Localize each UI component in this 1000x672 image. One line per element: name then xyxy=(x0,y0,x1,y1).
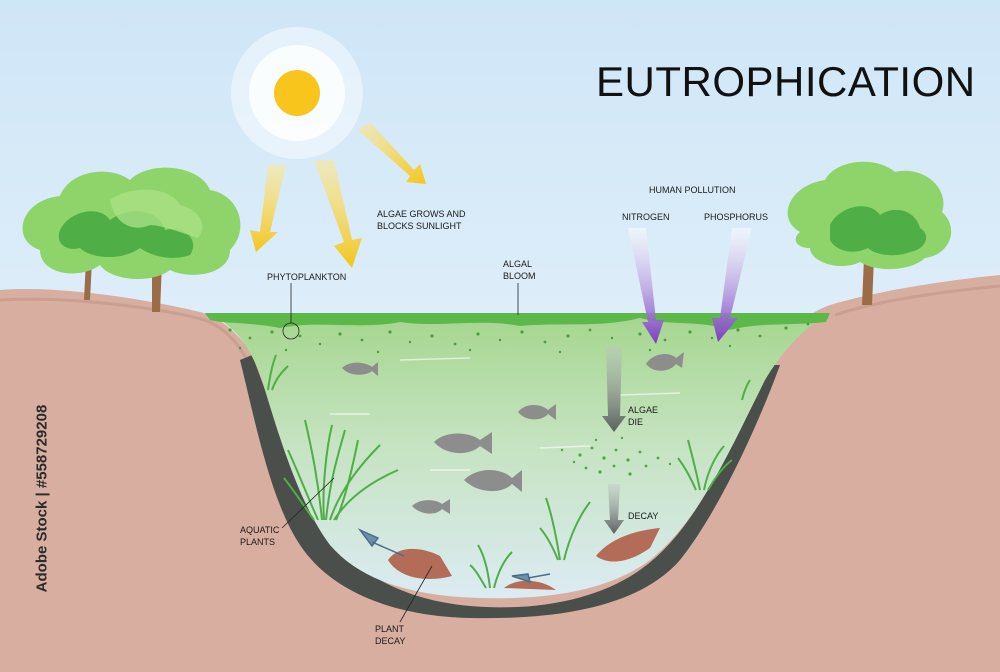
algae-grows-label: ALGAE GROWS AND BLOCKS SUNLIGHT xyxy=(377,208,466,232)
decay-label: DECAY xyxy=(628,510,658,522)
aquatic-plants-label: AQUATIC PLANTS xyxy=(240,524,279,548)
sun-icon xyxy=(231,27,363,159)
plant-decay-label: PLANT DECAY xyxy=(375,623,405,647)
human-pollution-label: HUMAN POLLUTION xyxy=(649,184,736,196)
page-title: EUTROPHICATION xyxy=(596,58,976,106)
algae-die-label: ALGAE DIE xyxy=(628,404,658,428)
algal-bloom-label: ALGAL BLOOM xyxy=(503,258,536,282)
watermark-id-text: Adobe Stock | #558729208 xyxy=(34,379,51,619)
nitrogen-label: NITROGEN xyxy=(622,211,670,223)
phytoplankton-label: PHYTOPLANKTON xyxy=(267,271,346,283)
phosphorus-label: PHOSPHORUS xyxy=(704,211,768,223)
